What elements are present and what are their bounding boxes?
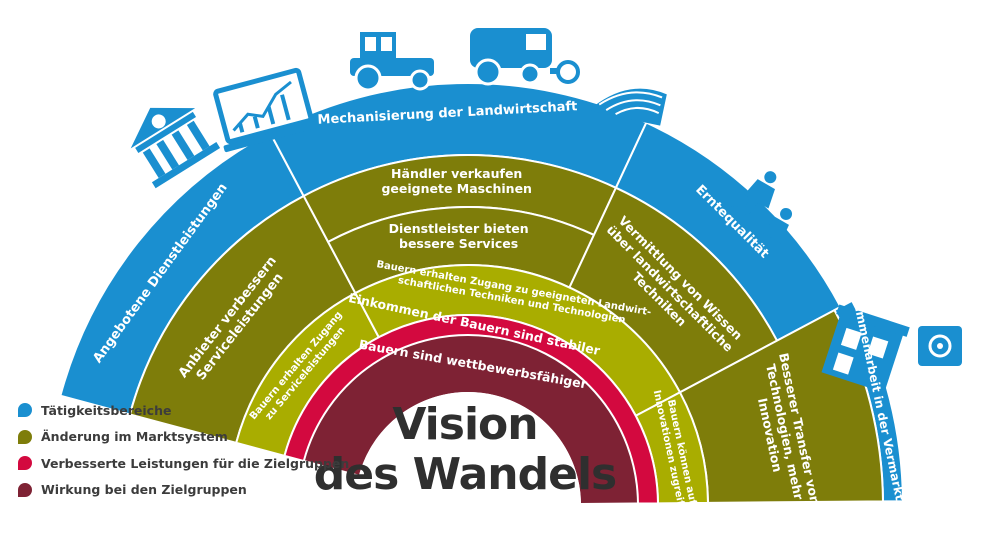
legend-swatch <box>18 403 32 418</box>
legend-item-leistungen: Verbesserte Leistungen für die Zielgrupp… <box>18 450 349 477</box>
legend-swatch <box>18 482 32 497</box>
bank-icon <box>130 107 221 189</box>
vision-title-line2: des Wandels <box>313 449 617 500</box>
field-icon <box>591 88 667 126</box>
label-haendler-line: geeignete Maschinen <box>381 181 532 196</box>
legend-label: Tätigkeitsbereiche <box>41 402 172 418</box>
label-dienstleister-line: bessere Services <box>399 236 518 251</box>
tractor-icon <box>350 32 434 92</box>
market-building-icon <box>821 304 910 393</box>
legend-item-marktsystem: Änderung im Marktsystem <box>18 424 349 451</box>
legend-swatch <box>18 429 32 444</box>
legend-swatch <box>18 456 32 471</box>
legend-label: Wirkung bei den Zielgruppen <box>41 482 247 498</box>
ring-segments <box>59 82 904 506</box>
label-haendler-line: Händler verkaufen <box>391 166 522 181</box>
chart-screen-icon <box>213 67 320 153</box>
legend-item-wirkung: Wirkung bei den Zielgruppen <box>18 477 349 504</box>
legend: Tätigkeitsbereiche Änderung im Marktsyst… <box>18 397 349 503</box>
legend-item-taetigkeit: Tätigkeitsbereiche <box>18 397 349 424</box>
vision-title: Vision des Wandels <box>300 400 630 500</box>
illustration-icons <box>130 28 962 393</box>
label-dienstleister-line: Dienstleister bieten <box>389 221 529 236</box>
settings-screen-icon <box>918 326 962 366</box>
farmer-icon <box>730 171 793 244</box>
vision-title-line1: Vision <box>392 399 538 450</box>
legend-label: Änderung im Marktsystem <box>41 429 228 445</box>
legend-label: Verbesserte Leistungen für die Zielgrupp… <box>41 455 350 471</box>
center-blank <box>354 392 582 506</box>
harvester-icon <box>470 28 580 86</box>
